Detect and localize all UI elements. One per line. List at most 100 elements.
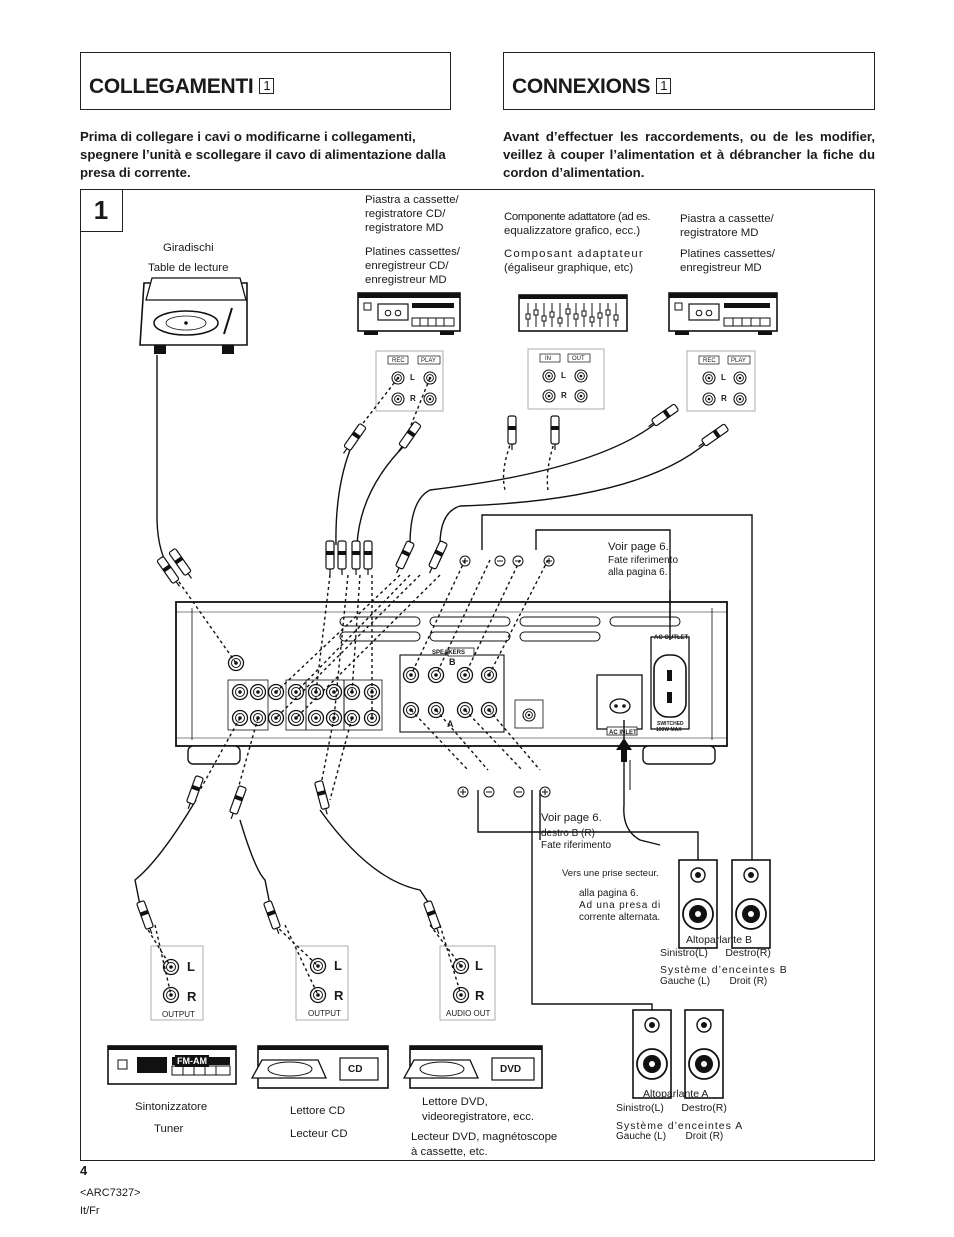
jack-panel-equalizer [527,348,605,410]
cd-display: CD [348,1064,363,1075]
l-label-cd: L [334,958,342,973]
ac-outlet-label: AC OUTLET [654,635,689,641]
r-label-dvd: R [475,988,485,1003]
dvd-player-icon [402,1045,543,1089]
document-code: <ARC7327> [80,1187,141,1199]
fate-top-2: alla pagina 6. [608,567,668,578]
cassette-deck-icon-right [668,292,778,335]
italian-title-text: COLLEGAMENTI [89,75,254,98]
deck-right-it-2: registratore MD [680,227,759,239]
play-label-right: PLAY [731,358,746,364]
turntable-label-fr: Table de lecture [148,262,229,274]
dvd-display: DVD [500,1064,522,1075]
french-title-text: CONNEXIONS [512,75,651,98]
cd-label-it: Lettore CD [290,1105,346,1117]
deck-left-it-3: registratore MD [365,222,444,234]
italian-step-badge: 1 [259,78,275,94]
play-label-left: PLAY [421,358,436,364]
deck-left-fr-1: Platines cassettes/ [365,246,460,258]
jack-panel-dvd [439,945,496,1021]
ac-inlet-label: AC INLET [609,730,637,736]
audio-out-label-dvd: AUDIO OUT [446,1009,491,1018]
deck-left-fr-3: enregistreur MD [365,274,447,286]
speaker-a-fr-lr: Gauche (L) Droit (R) [616,1131,724,1142]
fate-mid: Fate riferimento [541,840,612,851]
l-label-eq: L [561,371,566,380]
speaker-a-fr: Système d’enceintes A [616,1120,744,1132]
l-label-dvd: L [475,958,483,973]
italian-section-title: COLLEGAMENTI 1 [89,75,275,99]
in-label-eq: IN [545,356,551,362]
deck-right-fr-1: Platines cassettes/ [680,248,775,260]
deck-left-it-1: Piastra a cassette/ [365,194,459,206]
deck-right-fr-2: enregistreur MD [680,262,762,274]
l-label-right: L [721,373,726,382]
speaker-a-it-lr: Sinistro(L) Destro(R) [616,1102,727,1114]
french-step-badge: 1 [656,78,672,94]
speaker-b-it-lr: Sinistro(L) Destro(R) [660,947,771,959]
tuner-label-it: Sintonizzatore [135,1101,208,1113]
r-label-tuner: R [187,989,197,1004]
speaker-a-it: Altoparlante A [643,1088,709,1100]
adapter-it-1: Componente adattatore (ad es. [504,211,651,223]
adapter-fr-1: Composant adaptateur [504,248,644,260]
adapter-fr-2: (égaliseur graphique, etc) [504,262,634,274]
fate-top-1: Fate riferimento [608,555,679,566]
deck-right-it-1: Piastra a cassette/ [680,213,774,225]
cassette-deck-icon-left [357,292,461,335]
italian-intro: Prima di collegare i cavi o modificarne … [80,129,446,180]
speakers-a-label: A [447,719,454,729]
turntable-label-it: Giradischi [163,242,214,254]
out-label-eq: OUT [572,356,585,362]
alla-pagina-1: alla pagina 6. [579,888,639,899]
voir-page-top: Voir page 6. [608,541,669,553]
dvd-label-fr-1: Lecteur DVD, magnétoscope [411,1131,558,1143]
jack-panel-cd [295,945,349,1021]
l-label-left: L [410,373,415,382]
speaker-b-fr: Système d’enceintes B [660,964,788,976]
french-intro: Avant d’effectuer les raccordements, ou … [503,129,875,180]
l-label-tuner: L [187,959,195,974]
rec-label-left: REC [392,358,405,364]
deck-left-it-2: registratore CD/ [365,208,446,220]
max-label: 100W MAX [656,727,682,733]
output-label-tuner: OUTPUT [162,1010,195,1019]
cd-player-icon [250,1045,389,1089]
step-number: 1 [80,189,123,232]
italian-header-box: COLLEGAMENTI 1 [80,52,451,110]
r-label-right: R [721,394,727,403]
deck-left-fr-2: enregistreur CD/ [365,260,449,272]
language-code: It/Fr [80,1205,100,1217]
turntable-icon [139,277,248,354]
diagram-frame [80,189,875,1161]
page-number: 4 [80,1163,88,1178]
adapter-it-2: equalizzatore grafico, ecc.) [504,225,641,237]
alla-pagina-2: Ad una presa di [579,900,662,911]
vers-prise-note: Vers une prise secteur. [562,868,659,879]
dvd-label-it-1: Lettore DVD, [422,1096,488,1108]
speaker-b-it: Altoparlante B [686,934,752,946]
cd-label-fr: Lecteur CD [290,1128,348,1140]
r-label-left: R [410,394,416,403]
switched-label: SWITCHED [657,721,684,727]
alla-pagina-3: corrente alternata. [579,912,661,923]
jack-panel-deck-right [686,350,756,412]
equalizer-icon [518,294,628,332]
jack-panel-deck-left [375,350,444,412]
dvd-label-fr-2: à cassette, etc. [411,1146,488,1158]
rec-label-right: REC [703,358,716,364]
french-section-title: CONNEXIONS 1 [512,75,672,99]
jack-panel-tuner [150,945,204,1021]
ac-arrow-icon [616,738,632,762]
speaker-a-right-icon [684,1009,724,1099]
tuner-display: FM-AM [175,1055,209,1067]
tuner-label-fr: Tuner [154,1123,184,1135]
dvd-label-it-2: videoregistratore, ecc. [422,1111,535,1123]
r-label-eq: R [561,391,567,400]
french-header-box: CONNEXIONS 1 [503,52,875,110]
amplifier-rear-panel [175,601,728,765]
r-label-cd: R [334,988,344,1003]
speaker-a-left-icon [632,1009,672,1099]
speakers-label: SPEAKERS [432,650,466,656]
